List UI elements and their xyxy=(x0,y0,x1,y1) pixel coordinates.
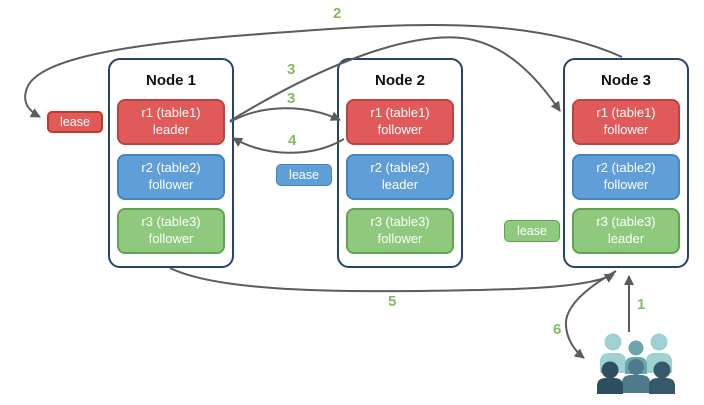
arrow-step-5-node1-to-node3 xyxy=(169,267,615,293)
replica-name: r1 (table1) xyxy=(141,105,201,121)
replica-name: r2 (table2) xyxy=(141,160,201,176)
step-label-3b: 3 xyxy=(287,90,296,107)
user-figure-front-right xyxy=(649,361,675,394)
replica-role: follower xyxy=(377,231,423,246)
user-figure-front-left xyxy=(597,361,623,394)
step-label-1: 1 xyxy=(637,296,646,313)
replica-n3-r1: r1 (table1) follower xyxy=(572,99,680,145)
arrow-step-3-node1-to-node2 xyxy=(229,107,341,123)
node-1-box: Node 1 r1 (table1) leader r2 (table2) fo… xyxy=(108,58,234,268)
replica-n1-r1: r1 (table1) leader xyxy=(117,99,225,145)
replica-role: follower xyxy=(603,177,649,192)
node-3-title: Node 3 xyxy=(600,72,651,89)
users-group-icon xyxy=(597,333,675,394)
replica-n2-r1: r1 (table1) follower xyxy=(346,99,454,145)
replica-name: r3 (table3) xyxy=(596,214,656,230)
step-label-5: 5 xyxy=(388,293,397,310)
replica-name: r3 (table3) xyxy=(370,214,430,230)
replica-role: leader xyxy=(152,122,190,137)
step-label-4: 4 xyxy=(288,132,297,149)
lease-label-r2: lease xyxy=(276,164,332,186)
replica-n1-r3: r3 (table3) follower xyxy=(117,208,225,254)
replica-name: r3 (table3) xyxy=(141,214,201,230)
replica-role: follower xyxy=(377,122,423,137)
replica-n2-r3: r3 (table3) follower xyxy=(346,208,454,254)
replica-role: leader xyxy=(607,231,645,246)
replica-n2-r2: r2 (table2) leader xyxy=(346,154,454,200)
node-3-box: Node 3 r1 (table1) follower r2 (table2) … xyxy=(563,58,689,268)
node-2-title: Node 2 xyxy=(374,72,425,89)
replica-role: leader xyxy=(381,177,419,192)
lease-label-r3: lease xyxy=(504,220,560,242)
node-2-box: Node 2 r1 (table1) follower r2 (table2) … xyxy=(337,58,463,268)
step-label-2: 2 xyxy=(333,5,342,22)
replica-n3-r2: r2 (table2) follower xyxy=(572,154,680,200)
replica-n3-r3: r3 (table3) leader xyxy=(572,208,680,254)
replica-name: r2 (table2) xyxy=(370,160,430,176)
replica-role: follower xyxy=(148,177,194,192)
step-label-6: 6 xyxy=(553,321,562,338)
node-1-title: Node 1 xyxy=(145,72,196,89)
step-label-3a: 3 xyxy=(287,61,296,78)
user-figure-center-front xyxy=(622,359,650,393)
replica-name: r1 (table1) xyxy=(370,105,430,121)
lease-label-r1: lease xyxy=(47,111,103,133)
replica-name: r2 (table2) xyxy=(596,160,656,176)
replica-name: r1 (table1) xyxy=(596,105,656,121)
replica-n1-r2: r2 (table2) follower xyxy=(117,154,225,200)
replica-role: follower xyxy=(148,231,194,246)
replica-role: follower xyxy=(603,122,649,137)
